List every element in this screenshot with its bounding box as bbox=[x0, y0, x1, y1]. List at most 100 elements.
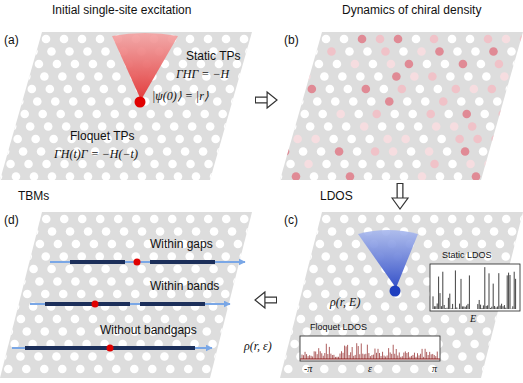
lattice-site bbox=[31, 135, 40, 144]
lattice-site bbox=[65, 265, 74, 274]
lattice-site bbox=[69, 97, 78, 106]
lattice-site bbox=[34, 352, 43, 361]
lattice-site bbox=[107, 60, 116, 69]
spectrum-box bbox=[430, 264, 520, 311]
lattice-site bbox=[520, 160, 523, 169]
lattice-site bbox=[210, 227, 219, 236]
lattice-site bbox=[215, 315, 224, 324]
lattice-site bbox=[297, 60, 306, 69]
lattice-site bbox=[131, 290, 140, 299]
lattice-site bbox=[54, 240, 63, 249]
lattice-site bbox=[209, 265, 218, 274]
label-text: Floquet LDOS bbox=[310, 322, 367, 332]
panel-a: Initial single-site excitation(a)Static … bbox=[0, 32, 252, 180]
lattice-site bbox=[107, 315, 116, 324]
lattice-site bbox=[358, 35, 367, 44]
lattice-site bbox=[489, 47, 498, 56]
lattice-site bbox=[213, 97, 222, 106]
lattice-site bbox=[490, 172, 499, 181]
lattice-site bbox=[41, 290, 50, 299]
lattice-site bbox=[291, 265, 300, 274]
lattice-site bbox=[282, 110, 291, 119]
lattice-site bbox=[328, 172, 337, 181]
lattice-site bbox=[411, 252, 420, 261]
lattice-site bbox=[251, 60, 260, 69]
lattice-site bbox=[6, 160, 15, 169]
lattice-site bbox=[24, 160, 33, 169]
lattice-site bbox=[11, 265, 20, 274]
lattice-site bbox=[389, 147, 398, 156]
lattice-site bbox=[101, 47, 110, 56]
lattice-site bbox=[231, 97, 240, 106]
lattice-site bbox=[286, 160, 295, 169]
lattice-site bbox=[472, 172, 481, 181]
lattice-site bbox=[120, 172, 129, 181]
lattice-site bbox=[22, 365, 31, 374]
lattice-site bbox=[239, 252, 248, 261]
lattice-site bbox=[238, 327, 247, 336]
lattice-site bbox=[101, 265, 110, 274]
lattice-site bbox=[40, 72, 49, 81]
label-text: Within gaps bbox=[150, 238, 213, 252]
lattice-site bbox=[436, 227, 445, 236]
lattice-site bbox=[480, 110, 489, 119]
lattice-site bbox=[174, 172, 183, 181]
lattice-site bbox=[468, 122, 477, 131]
lattice-site bbox=[321, 290, 330, 299]
lattice-site bbox=[150, 215, 159, 224]
lattice-site bbox=[4, 365, 13, 374]
lattice-site bbox=[374, 365, 383, 374]
lattice-site bbox=[290, 85, 299, 94]
lattice-site bbox=[376, 160, 385, 169]
lattice-site bbox=[423, 60, 432, 69]
lattice-site bbox=[518, 72, 523, 81]
panel-d: TBMs(d)Within gapsWithin bandsWithout ba… bbox=[0, 212, 252, 378]
lattice-site bbox=[478, 240, 487, 249]
lattice-site bbox=[113, 252, 122, 261]
lattice-site bbox=[110, 110, 119, 119]
lattice-site bbox=[378, 122, 387, 131]
lattice-site bbox=[222, 160, 231, 169]
lattice-site bbox=[28, 85, 37, 94]
lattice-site bbox=[229, 135, 238, 144]
lattice-site bbox=[419, 135, 428, 144]
lattice-site bbox=[369, 315, 378, 324]
lattice-site bbox=[17, 60, 26, 69]
lattice-site bbox=[336, 110, 345, 119]
lattice-site bbox=[52, 352, 61, 361]
lattice-site bbox=[30, 227, 39, 236]
lattice-site bbox=[18, 240, 27, 249]
lattice-site bbox=[335, 147, 344, 156]
lattice-site bbox=[186, 35, 195, 44]
lattice-site bbox=[179, 60, 188, 69]
lattice-site bbox=[394, 215, 403, 224]
lattice-site bbox=[208, 85, 217, 94]
lattice-site bbox=[440, 352, 449, 361]
lattice-site bbox=[412, 35, 421, 44]
lattice-site bbox=[251, 277, 260, 286]
lattice-site bbox=[352, 240, 361, 249]
lattice-site bbox=[399, 47, 408, 56]
lattice-site bbox=[448, 215, 457, 224]
lattice-site bbox=[458, 352, 467, 361]
lattice-site bbox=[297, 277, 306, 286]
lattice-panel bbox=[0, 32, 252, 180]
lattice-site bbox=[470, 340, 479, 349]
lattice-site bbox=[220, 365, 229, 374]
lattice-site bbox=[375, 290, 384, 299]
lattice-site bbox=[464, 72, 473, 81]
lattice-site bbox=[83, 47, 92, 56]
lattice-site bbox=[396, 122, 405, 131]
lattice-site bbox=[138, 227, 147, 236]
lattice-site bbox=[392, 327, 401, 336]
lattice-site bbox=[191, 265, 200, 274]
lattice-site bbox=[185, 252, 194, 261]
excited-site bbox=[135, 97, 146, 108]
lattice-panel bbox=[280, 212, 523, 378]
lattice-site bbox=[78, 35, 87, 44]
lattice-site bbox=[161, 315, 170, 324]
lattice-site bbox=[90, 240, 99, 249]
lattice-site bbox=[199, 147, 208, 156]
lattice-site bbox=[167, 252, 176, 261]
panel-letter: (d) bbox=[4, 214, 19, 228]
